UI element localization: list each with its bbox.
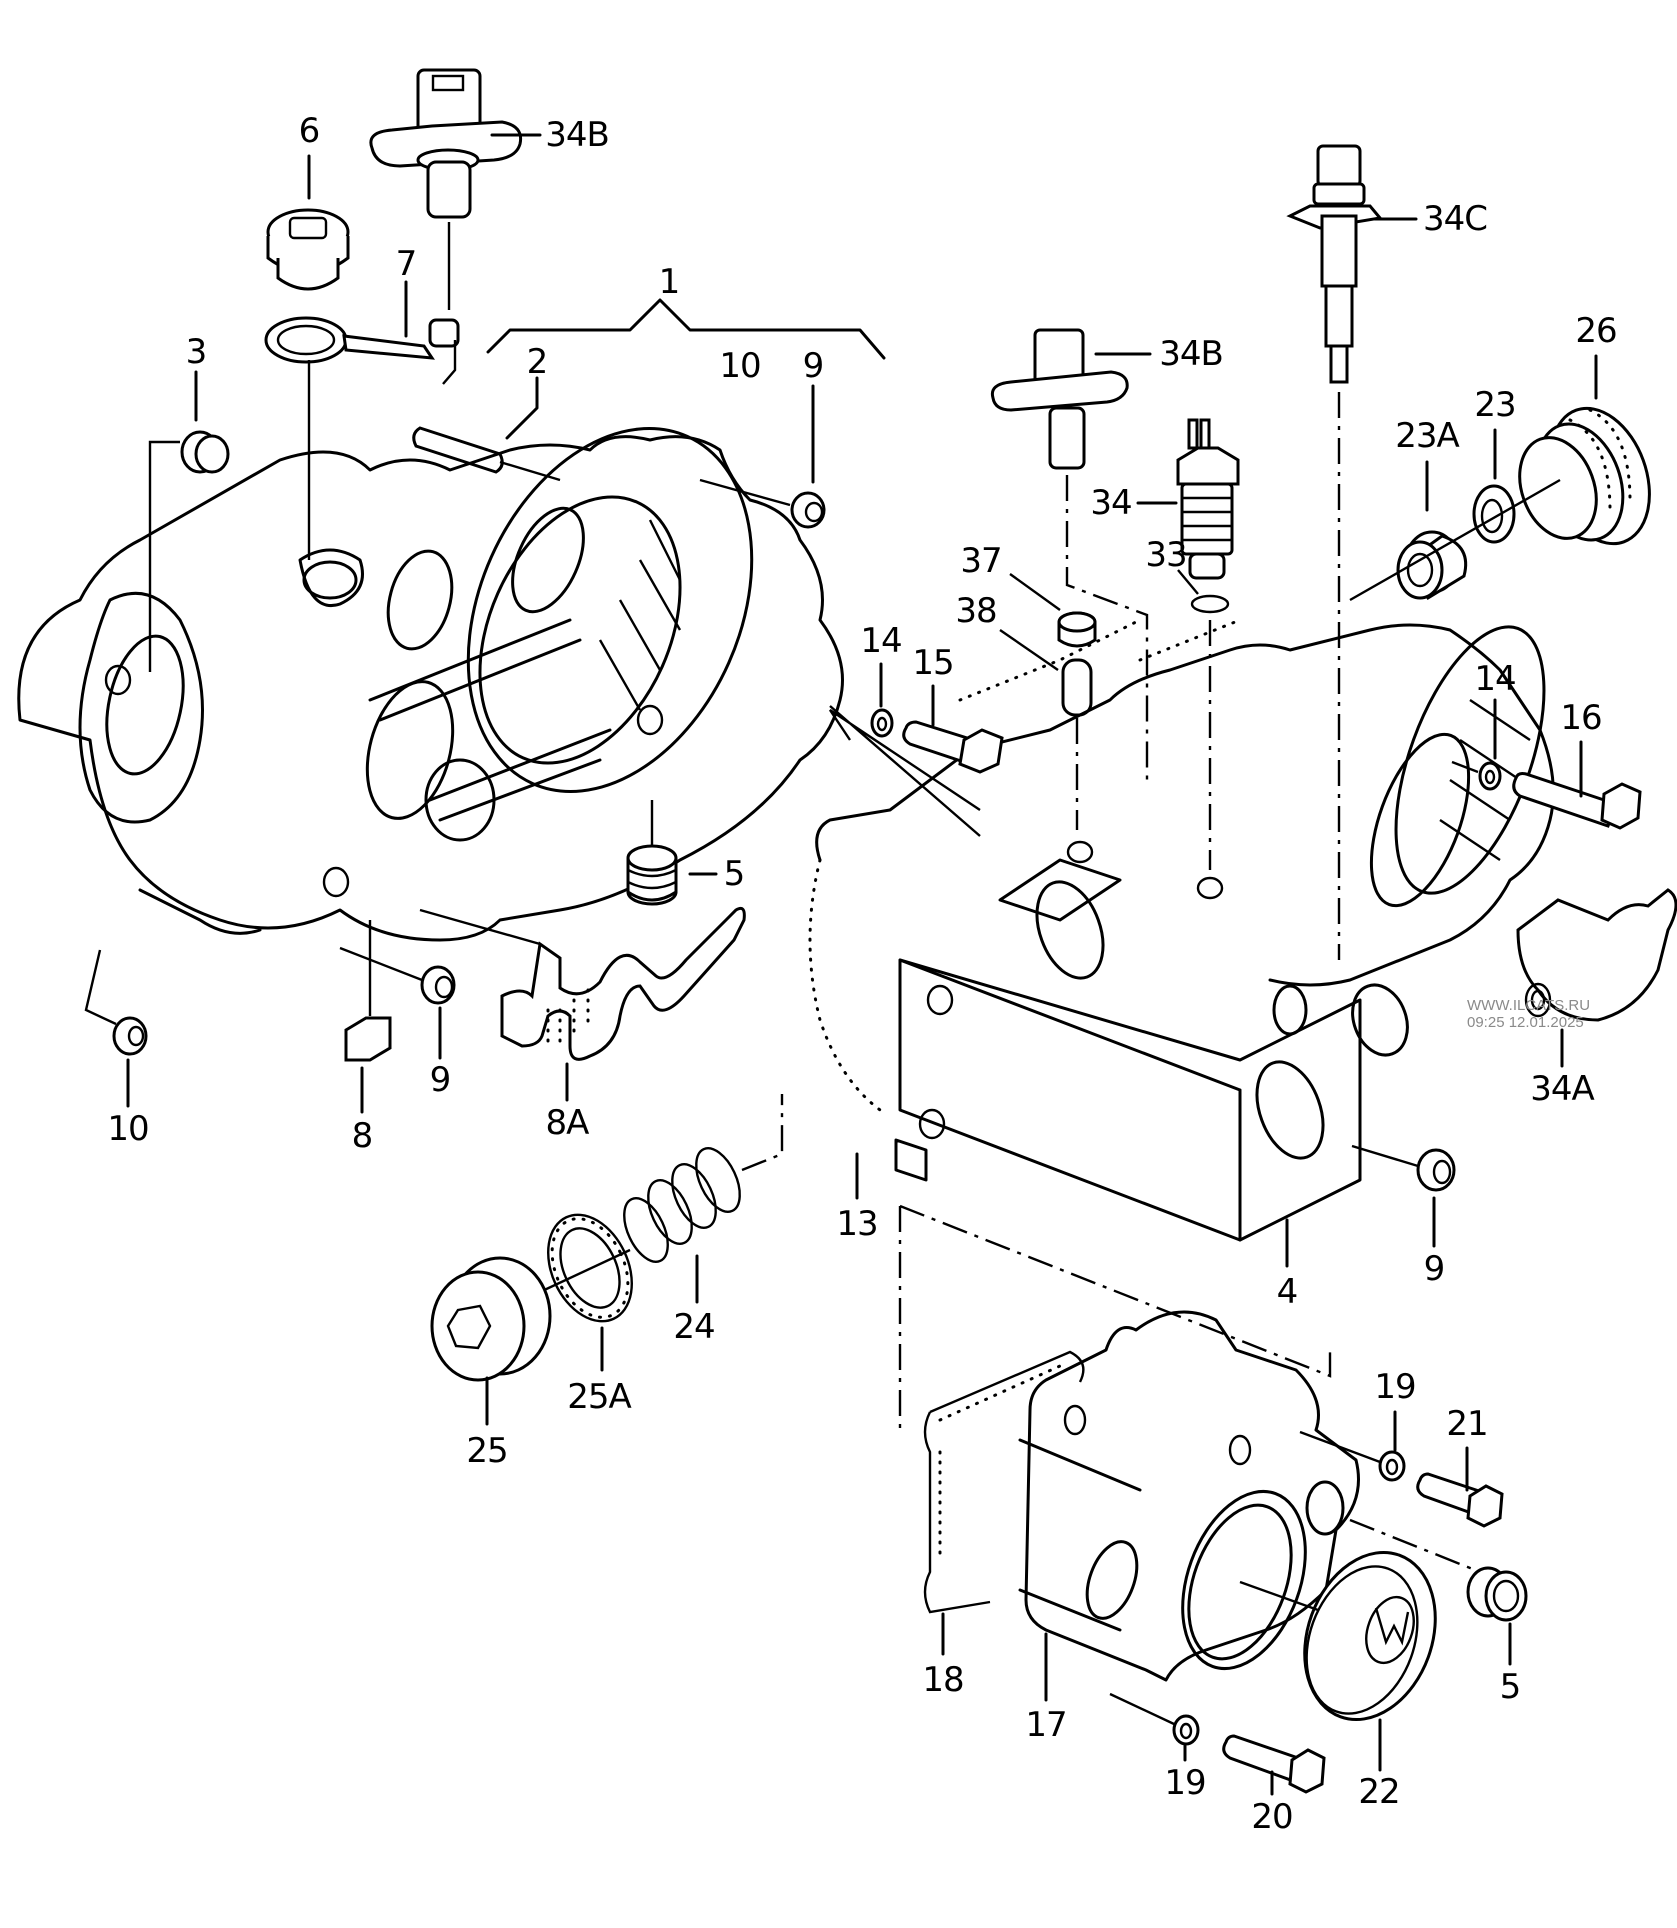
- watermark: WWW.ILCATS.RU 09:25 12.01.2025: [1467, 997, 1590, 1031]
- gasket-18: [923, 1350, 1085, 1614]
- callout-9-right: 9: [1423, 1249, 1446, 1289]
- callout-21: 21: [1446, 1404, 1488, 1444]
- pin-38: [1061, 658, 1093, 717]
- callout-38: 38: [955, 591, 997, 631]
- callout-23a: 23A: [1395, 416, 1460, 456]
- shift-fork-8a: [500, 906, 746, 1061]
- switch-34: [1176, 418, 1240, 580]
- callout-34a: 34A: [1530, 1069, 1595, 1109]
- callout-19-bottom: 19: [1164, 1763, 1206, 1803]
- rear-cover-17: [1018, 1310, 1360, 1682]
- callout-37: 37: [960, 541, 1002, 581]
- gearbox-housing-left: [17, 427, 844, 942]
- callout-13: 13: [836, 1204, 878, 1244]
- bushing-10-bottom: [112, 1016, 148, 1056]
- stud-2: [412, 426, 504, 474]
- bolt-16: [1512, 772, 1642, 830]
- plug-5-bottom: [1466, 1566, 1528, 1622]
- callout-25a: 25A: [567, 1377, 632, 1417]
- group-bracket-1: [486, 298, 886, 360]
- bushing-9-left: [420, 965, 456, 1005]
- callout-14-left: 14: [860, 621, 902, 661]
- callout-6: 6: [298, 111, 321, 151]
- callout-34: 34: [1090, 483, 1132, 523]
- speed-sensor-34a: [1516, 888, 1677, 1022]
- callout-18: 18: [922, 1660, 964, 1700]
- callout-8: 8: [351, 1116, 374, 1156]
- bushing-23a: [1396, 530, 1468, 601]
- plug-6: [266, 208, 350, 291]
- callout-15: 15: [912, 643, 954, 683]
- bolt-20: [1222, 1734, 1326, 1794]
- callout-10-bottom: 10: [107, 1109, 149, 1149]
- callout-3: 3: [185, 332, 208, 372]
- cap-22-vw: [1303, 1550, 1437, 1722]
- cap-26: [1518, 406, 1651, 546]
- seal-ring-33: [1190, 594, 1230, 614]
- seal-23: [1472, 484, 1516, 544]
- callout-33: 33: [1145, 535, 1187, 575]
- plug-25: [430, 1256, 552, 1382]
- watermark-site: WWW.ILCATS.RU: [1467, 997, 1591, 1014]
- callout-2: 2: [526, 342, 549, 382]
- callout-9-left: 9: [429, 1060, 452, 1100]
- callout-5-bottom: 5: [1499, 1667, 1522, 1707]
- callout-8a: 8A: [545, 1103, 590, 1143]
- callout-20: 20: [1251, 1797, 1293, 1837]
- gearbox-housing-right: [808, 618, 1555, 1242]
- washer-19-top: [1378, 1450, 1406, 1482]
- callout-34c: 34C: [1422, 199, 1488, 239]
- callout-26: 26: [1575, 311, 1617, 351]
- callout-19-top: 19: [1374, 1367, 1416, 1407]
- callout-16: 16: [1560, 698, 1602, 738]
- bushing-9-right: [1416, 1148, 1456, 1192]
- callout-34b-right: 34B: [1159, 334, 1224, 374]
- gasket-ring-7: [264, 316, 460, 385]
- washer-19-bottom: [1172, 1714, 1200, 1746]
- callout-14-right: 14: [1474, 659, 1516, 699]
- callout-23: 23: [1474, 385, 1516, 425]
- callout-5-mid: 5: [723, 854, 746, 894]
- callout-9-top: 9: [802, 346, 825, 386]
- plug-3: [180, 430, 230, 474]
- callout-1: 1: [658, 262, 681, 302]
- bushing-9-top: [790, 491, 826, 529]
- callout-22: 22: [1358, 1772, 1400, 1812]
- washer-14-left: [870, 708, 894, 738]
- speed-sensor-34b-right: [990, 328, 1129, 470]
- spring-24: [623, 1147, 741, 1263]
- key-8: [344, 1016, 392, 1062]
- callout-24: 24: [673, 1307, 715, 1347]
- callout-34b-top: 34B: [545, 115, 610, 155]
- cap-37: [1057, 611, 1097, 648]
- callout-25: 25: [466, 1431, 508, 1471]
- bolt-21: [1416, 1472, 1504, 1528]
- callout-17: 17: [1025, 1705, 1067, 1745]
- watermark-timestamp: 09:25 12.01.2025: [1467, 1014, 1584, 1031]
- callout-7: 7: [395, 244, 418, 284]
- bolt-15: [902, 720, 1004, 774]
- plug-5-mid: [626, 844, 678, 906]
- speed-sensor-34c: [1286, 144, 1383, 384]
- callout-4: 4: [1276, 1272, 1299, 1312]
- speed-sensor-34b-top: [369, 68, 523, 219]
- callout-10-top: 10: [719, 346, 761, 386]
- washer-14-right: [1478, 761, 1502, 791]
